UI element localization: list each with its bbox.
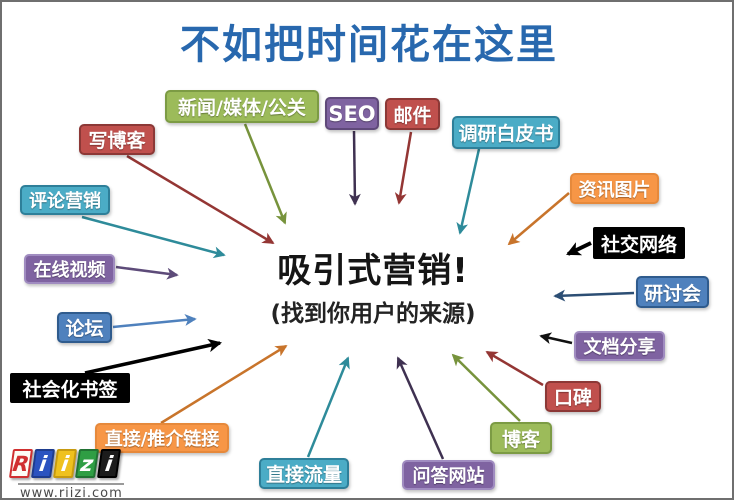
arrow-direct-referral-links xyxy=(160,344,288,425)
label-box-news-media-pr: 新闻/媒体/公关 xyxy=(165,90,319,123)
logo-letter: R xyxy=(8,449,34,478)
arrow-blogging xyxy=(126,154,275,245)
label-box-webinar: 研讨会 xyxy=(636,276,709,308)
logo-letter: z xyxy=(74,449,100,478)
label-box-qa-sites: 问答网站 xyxy=(402,460,495,490)
center-subtitle: (找到你用户的来源) xyxy=(270,301,476,328)
arrow-online-video xyxy=(115,265,179,280)
label-box-email: 邮件 xyxy=(385,98,440,130)
arrow-doc-sharing xyxy=(539,332,573,345)
logo-letter: i xyxy=(30,449,56,478)
label-box-word-of-mouth: 口碑 xyxy=(545,381,601,412)
arrow-seo xyxy=(348,130,361,206)
label-box-forum: 论坛 xyxy=(57,312,112,343)
label-box-seo: SEO xyxy=(325,97,379,130)
page-title: 不如把时间花在这里 xyxy=(180,22,558,68)
center-topic-block: 吸引式营销! (找到你用户的来源) xyxy=(182,251,564,328)
label-box-research-whitepaper: 调研白皮书 xyxy=(452,116,560,149)
arrow-comment-marketing xyxy=(81,215,226,259)
arrow-news-media-pr xyxy=(243,123,287,225)
arrow-social-network xyxy=(566,241,592,256)
label-box-social-bookmarks: 社会化书签 xyxy=(10,373,130,403)
arrow-social-bookmarks xyxy=(84,338,222,375)
logo-letter: i xyxy=(96,449,122,478)
label-box-social-network: 社交网络 xyxy=(593,227,685,259)
arrow-direct-traffic xyxy=(306,356,350,458)
arrow-infographic xyxy=(507,192,570,246)
label-box-infographic: 资讯图片 xyxy=(570,173,659,204)
arrow-qa-sites xyxy=(396,356,445,460)
label-box-blogging: 写博客 xyxy=(79,124,155,155)
label-box-blog: 博客 xyxy=(490,422,552,454)
label-box-online-video: 在线视频 xyxy=(24,254,115,284)
logo-letter: i xyxy=(52,449,78,478)
label-box-doc-sharing: 文档分享 xyxy=(574,331,665,361)
arrow-research-whitepaper xyxy=(456,148,481,235)
center-topic: 吸引式营销! xyxy=(277,251,469,291)
arrow-webinar xyxy=(553,289,635,302)
logo-divider xyxy=(18,483,124,485)
arrow-blog xyxy=(451,353,521,422)
label-box-direct-referral-links: 直接/推介链接 xyxy=(95,423,229,453)
arrow-email xyxy=(394,131,413,205)
label-box-comment-marketing: 评论营销 xyxy=(20,185,110,215)
label-box-direct-traffic: 直接流量 xyxy=(259,458,349,489)
arrow-word-of-mouth xyxy=(485,350,544,387)
logo-url: www.riizi.com xyxy=(20,486,123,500)
